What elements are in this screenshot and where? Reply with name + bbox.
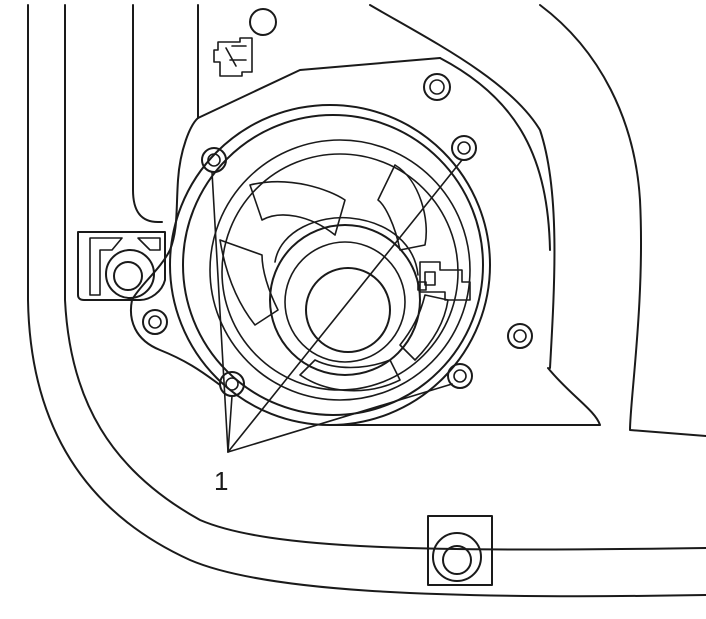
panel-hole-left xyxy=(142,309,168,335)
bottom-bracket xyxy=(427,515,493,586)
door-frame xyxy=(27,4,706,598)
screw-top-right xyxy=(451,135,477,161)
callout-label: 1 xyxy=(214,466,228,496)
speaker-assembly xyxy=(169,104,491,426)
speaker-magnet-ring xyxy=(284,241,406,363)
speaker-center-cap xyxy=(305,267,391,353)
speaker-magnet-outer xyxy=(269,224,421,376)
harness-clip xyxy=(213,37,253,77)
left-bracket xyxy=(77,231,166,301)
screw-top-left xyxy=(201,147,227,173)
speaker-outer-rim xyxy=(169,104,491,426)
panel-hole-top-small xyxy=(249,8,277,36)
mounting-screws xyxy=(201,135,477,397)
panel-hole-top xyxy=(423,73,451,101)
screw-bottom-right xyxy=(447,363,473,389)
bottom-bracket-bushing xyxy=(432,532,482,582)
panel-holes xyxy=(142,8,533,349)
speaker-connector xyxy=(417,261,471,301)
speaker-mount-ring xyxy=(182,114,484,416)
speaker-magnet-top xyxy=(274,216,419,276)
callout-leader-lines xyxy=(211,159,463,453)
basket-spoke-2 xyxy=(377,164,427,251)
left-bracket-bushing xyxy=(105,249,155,299)
panel-hole-right xyxy=(507,323,533,349)
speaker-basket-inner xyxy=(221,153,459,391)
speaker-basket-ring xyxy=(209,139,471,401)
inner-trim-panel xyxy=(130,57,441,386)
basket-spoke-3 xyxy=(219,239,279,326)
basket-spoke-4 xyxy=(299,359,401,392)
basket-spoke-5 xyxy=(399,294,449,361)
